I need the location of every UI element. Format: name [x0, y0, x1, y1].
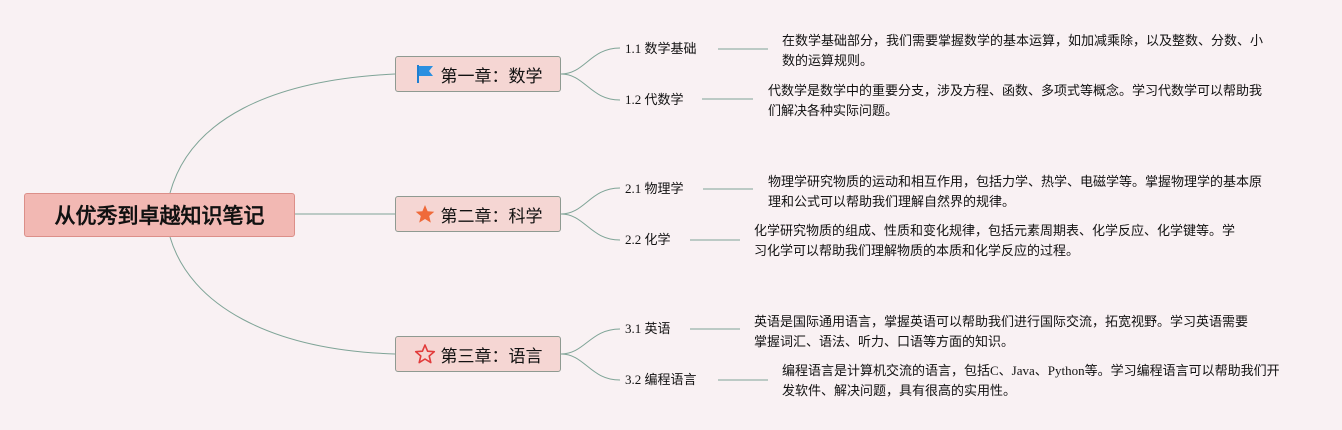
note-1-2: 代数学是数学中的重要分支，涉及方程、函数、多项式等概念。学习代数学可以帮助我们解… — [768, 83, 1263, 118]
root-title: 从优秀到卓越知识笔记 — [54, 204, 265, 228]
blue-flag-icon — [414, 63, 436, 85]
note-2-2: 化学研究物质的组成、性质和变化规律，包括元素周期表、化学反应、化学键等。学习化学… — [754, 223, 1236, 258]
red-outline-star-icon — [414, 343, 436, 365]
chapter-math[interactable]: 第一章：数学 — [395, 56, 561, 92]
note-3-1: 英语是国际通用语言，掌握英语可以帮助我们进行国际交流，拓宽视野。学习英语需要掌握… — [754, 314, 1249, 349]
subtopic-3-2[interactable]: 3.2 编程语言 — [625, 372, 697, 387]
note-2-1: 物理学研究物质的运动和相互作用，包括力学、热学、电磁学等。掌握物理学的基本原理和… — [768, 174, 1263, 209]
chapter-title: 第三章：语言 — [440, 346, 543, 367]
note-1-1: 在数学基础部分，我们需要掌握数学的基本运算，如加减乘除，以及整数、分数、小数的运… — [782, 33, 1264, 68]
chapter-title: 第二章：科学 — [440, 206, 543, 227]
root-topic[interactable]: 从优秀到卓越知识笔记 — [24, 193, 295, 237]
note-3-2: 编程语言是计算机交流的语言，包括C、Java、Python等。学习编程语言可以帮… — [782, 363, 1280, 398]
subtopic-1-2[interactable]: 1.2 代数学 — [625, 92, 684, 107]
chapter-title: 第一章：数学 — [440, 66, 543, 87]
chapter-science[interactable]: 第二章：科学 — [395, 196, 561, 232]
orange-star-icon — [414, 203, 436, 225]
subtopic-2-2[interactable]: 2.2 化学 — [625, 232, 671, 247]
subtopic-2-1[interactable]: 2.1 物理学 — [625, 181, 684, 196]
chapter-language[interactable]: 第三章：语言 — [395, 336, 561, 372]
subtopic-3-1[interactable]: 3.1 英语 — [625, 321, 671, 336]
subtopic-1-1[interactable]: 1.1 数学基础 — [625, 41, 697, 56]
